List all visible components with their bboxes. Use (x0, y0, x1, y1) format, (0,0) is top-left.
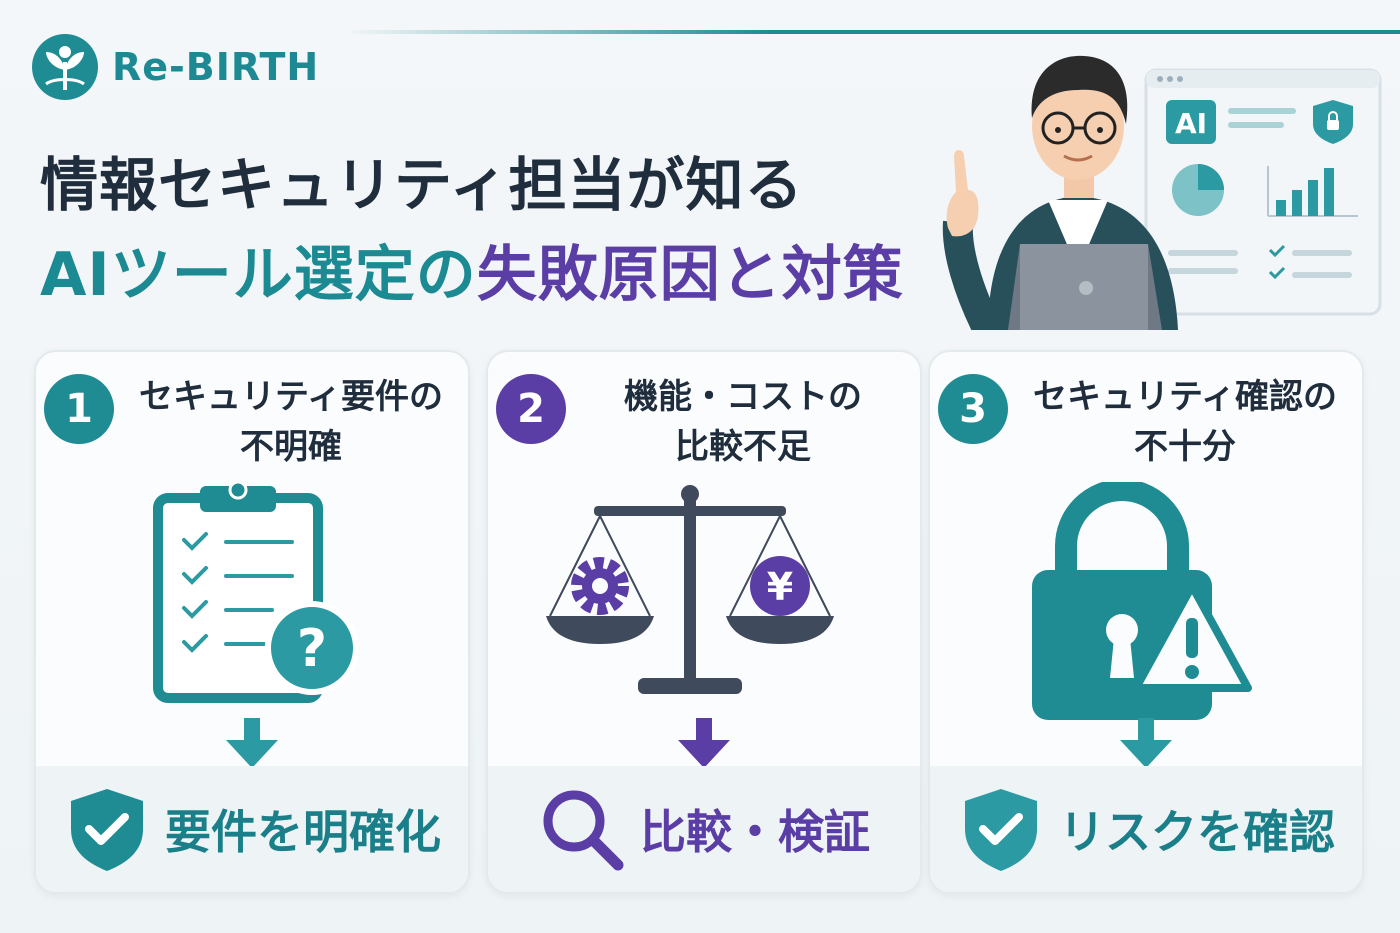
magnifier-icon (543, 790, 624, 871)
sprout-logo-icon (32, 34, 98, 100)
laptop-icon (1008, 244, 1162, 330)
gear-icon (571, 557, 629, 615)
countermeasure-text: リスクを確認 (1059, 805, 1335, 859)
padlock-warning-icon (1032, 482, 1252, 720)
down-arrow-icon (226, 718, 278, 768)
hero-illustration: AI (942, 55, 1382, 330)
clipboard-question-icon: ? (153, 482, 359, 703)
card-number-badge: 1 (44, 374, 114, 444)
balance-scale-icon: ¥ (546, 485, 834, 694)
cause-card-2: 2 機能・コストの 比較不足 ¥ 比較・検証 (486, 350, 922, 894)
brand-name: Re-BIRTH (112, 45, 320, 89)
headline-purple-part: 失敗原因と対策 (476, 240, 904, 310)
shield-check-icon (965, 789, 1037, 871)
countermeasure-bar: 要件を明確化 (36, 766, 468, 892)
coin-symbol: ¥ (767, 565, 793, 609)
card-title: セキュリティ要件の 不明確 (139, 377, 443, 467)
cause-card-3: 3 セキュリティ確認の 不十分 リスクを確認 (928, 350, 1364, 894)
headline-line-2: AIツール選定の失敗原因と対策 (40, 226, 904, 313)
shield-check-icon (71, 789, 143, 871)
screen-ai-badge: AI (1175, 107, 1207, 140)
card-number-badge: 2 (496, 374, 566, 444)
down-arrow-icon (678, 718, 730, 768)
yen-coin-icon: ¥ (750, 556, 810, 616)
svg-text:?: ? (297, 619, 327, 679)
countermeasure-bar: リスクを確認 (930, 766, 1362, 892)
top-divider (344, 30, 1400, 34)
card-number-badge: 3 (938, 374, 1008, 444)
dashboard-screen-icon: AI (1144, 68, 1382, 316)
countermeasure-text: 要件を明確化 (165, 805, 441, 859)
headline-teal-part: AIツール選定の (40, 240, 477, 310)
brand-logo[interactable]: Re-BIRTH (30, 32, 319, 102)
card-title: 機能・コストの 比較不足 (624, 377, 862, 467)
cause-card-1: 1 セキュリティ要件の 不明確 ? 要件を明確化 (34, 350, 470, 894)
countermeasure-text: 比較・検証 (640, 805, 870, 859)
countermeasure-bar: 比較・検証 (488, 766, 920, 892)
card-title: セキュリティ確認の 不十分 (1033, 377, 1337, 467)
headline-line-1: 情報セキュリティ担当が知る (40, 151, 804, 219)
down-arrow-icon (1120, 718, 1172, 768)
